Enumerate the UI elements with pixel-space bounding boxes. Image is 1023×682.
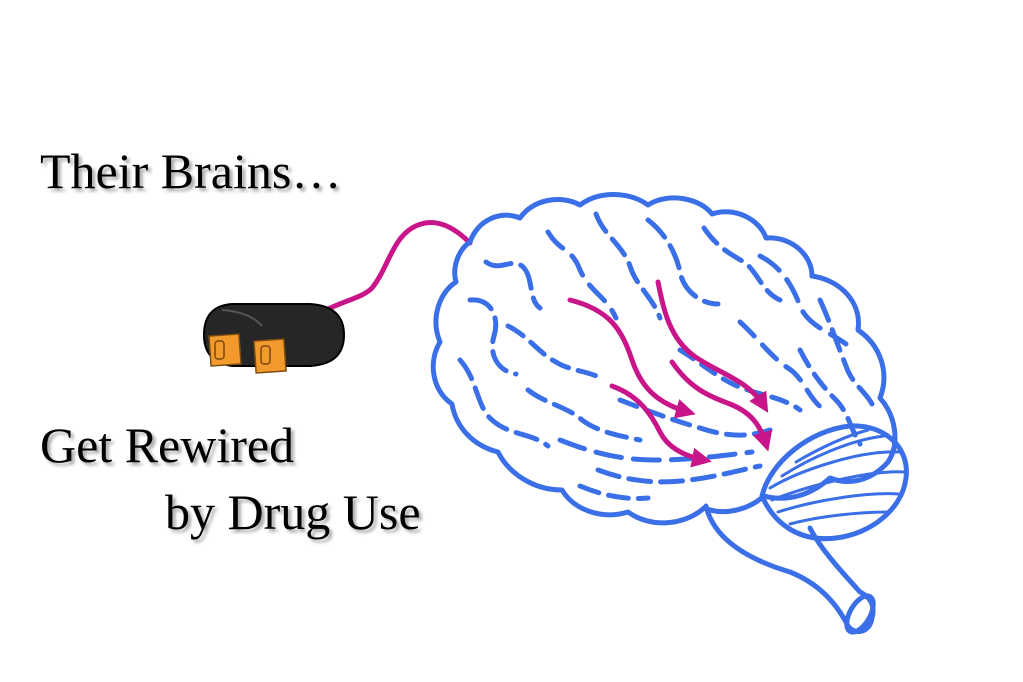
power-cord <box>319 220 473 315</box>
plug-prong-right <box>253 338 287 374</box>
slide-title: Their Brains… <box>40 143 342 199</box>
pathway-arrow-1 <box>567 297 696 419</box>
power-plug-icon <box>202 303 346 374</box>
brain-icon <box>430 192 909 635</box>
pathway-arrow-3 <box>655 279 769 413</box>
plug-prong-left <box>208 333 242 367</box>
reward-pathway-arrows <box>567 279 773 468</box>
cerebrum-outline <box>430 192 898 526</box>
pathway-arrow-4 <box>669 359 773 452</box>
pathway-arrow-2 <box>609 383 712 468</box>
caption-line-2: by Drug Use <box>165 484 421 540</box>
caption-line-1: Get Rewired <box>40 417 295 473</box>
